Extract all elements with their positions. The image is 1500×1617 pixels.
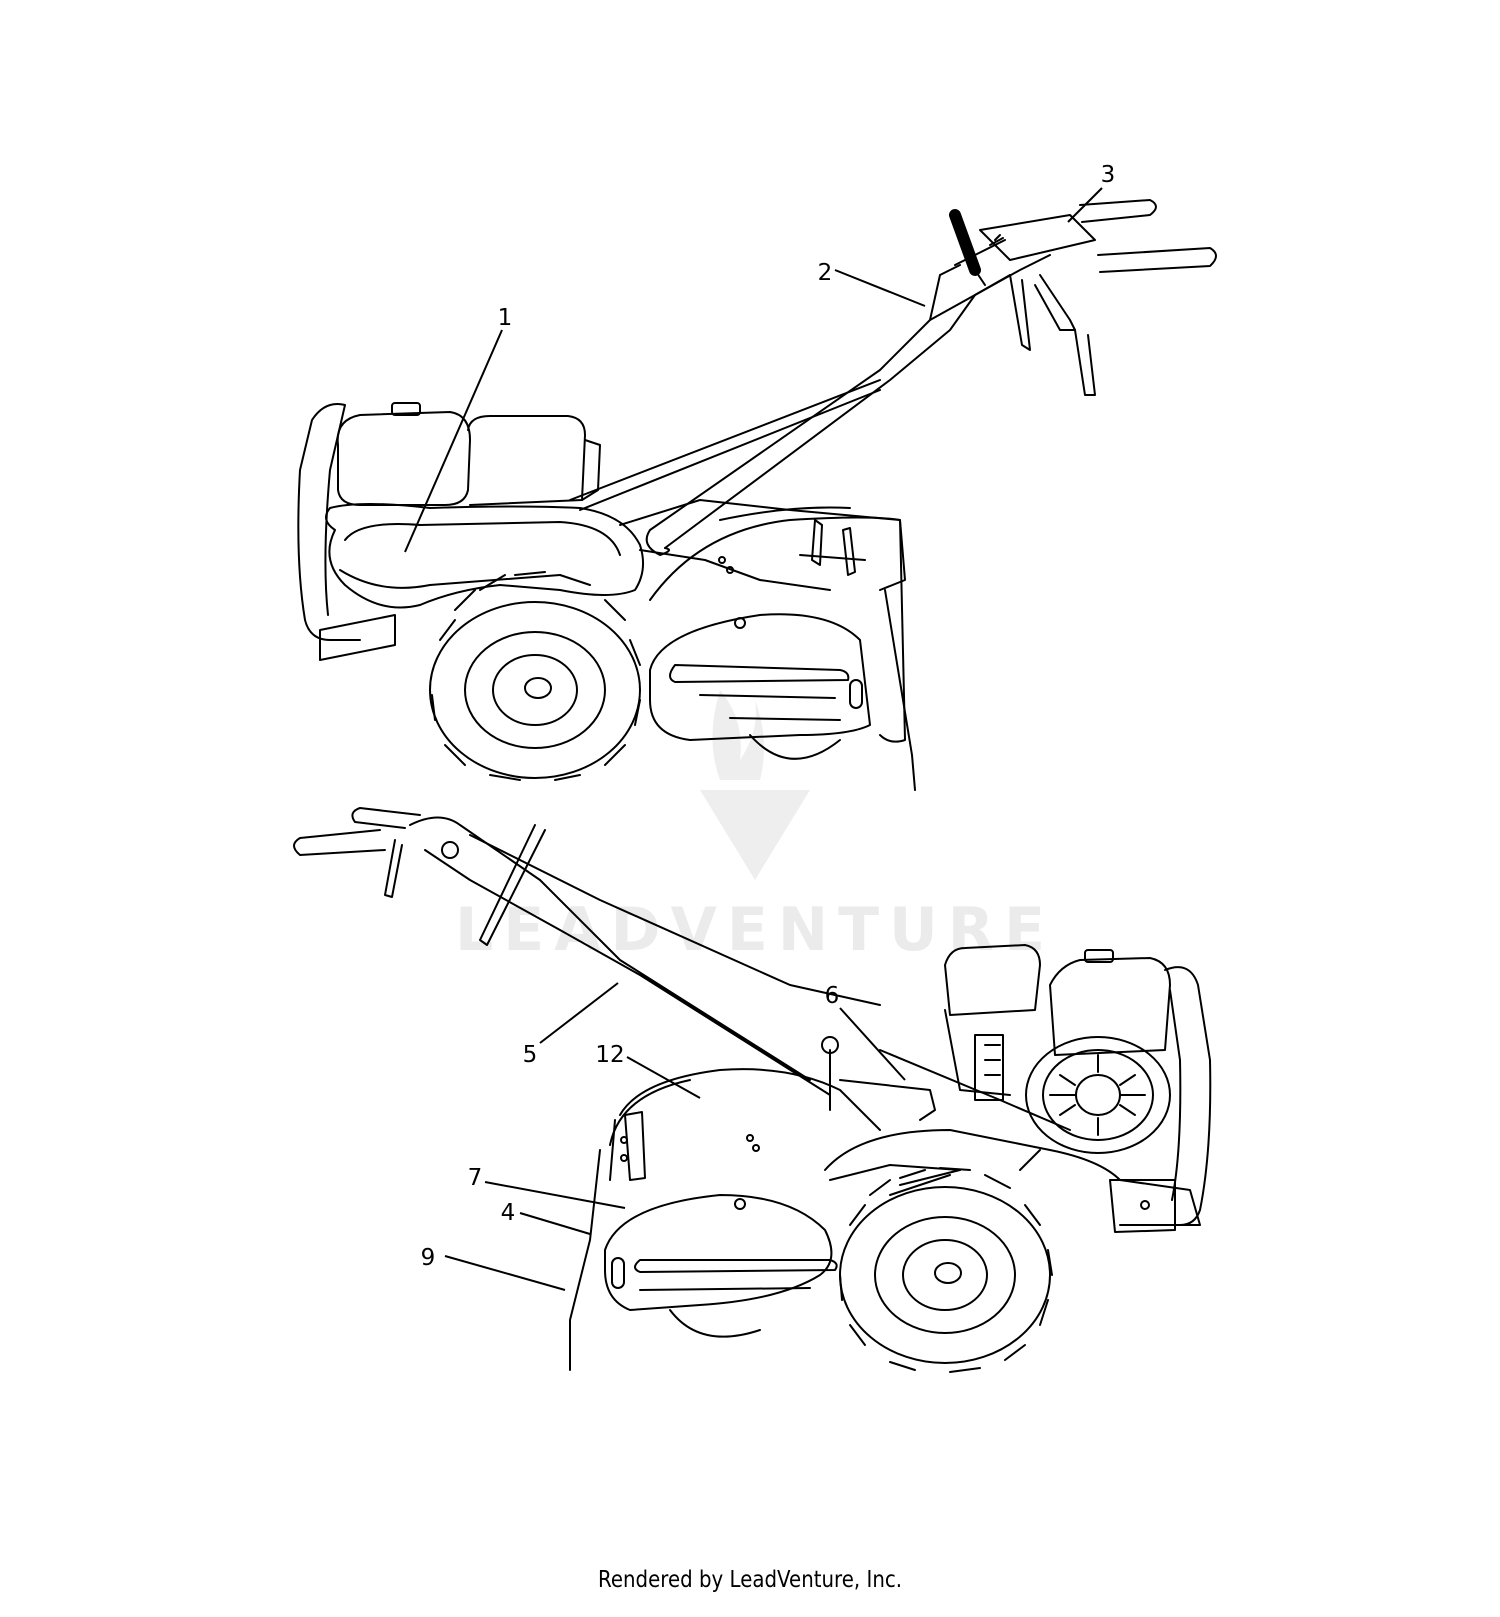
leader-2 [834,269,926,307]
engine-air-cleaner-bottom [944,944,1041,1016]
leader-7 [484,1181,626,1209]
tine-hood [649,516,906,743]
callout-6: 6 [825,983,840,1009]
front-bumper [297,403,361,641]
callout-5: 5 [523,1042,538,1068]
engine-fuel-tank-bottom [1049,957,1171,1056]
watermark: LEADVENTURE [455,690,1055,965]
leader-6 [839,1007,906,1081]
side-shield-bottom [604,1194,833,1311]
rear-bumper [1164,966,1212,1226]
engine-fuel-tank [336,411,471,506]
wheel-bottom [839,1186,1051,1364]
callout-3: 3 [1101,162,1116,188]
callout-12: 12 [595,1042,624,1068]
tine-hood-bottom [619,1068,881,1131]
watermark-text: LEADVENTURE [455,895,1055,965]
leader-9 [444,1255,566,1291]
handlebar-bottom [409,816,831,1096]
wheel-top [429,601,641,779]
tiller-bottom-view [293,807,1212,1373]
belt-cover [325,503,645,609]
control-grip-black [949,209,981,276]
callout-labels: 1 2 3 4 5 6 7 9 12 [421,162,1116,1271]
leader-1 [404,329,503,553]
callout-1: 1 [498,305,513,331]
engine-air-cleaner [467,415,586,506]
recoil-starter [1025,1036,1171,1154]
leader-4 [519,1212,591,1235]
leader-3 [1067,187,1103,223]
leader-12 [626,1056,701,1099]
callout-7: 7 [468,1165,483,1191]
callout-leaders [404,187,1103,1291]
callout-2: 2 [818,260,833,286]
leader-5 [539,982,619,1044]
tiller-top-view [297,199,1217,791]
callout-4: 4 [501,1200,516,1226]
side-shield [649,613,871,741]
footer-credit: Rendered by LeadVenture, Inc. [597,1567,903,1593]
callout-9: 9 [421,1245,436,1271]
